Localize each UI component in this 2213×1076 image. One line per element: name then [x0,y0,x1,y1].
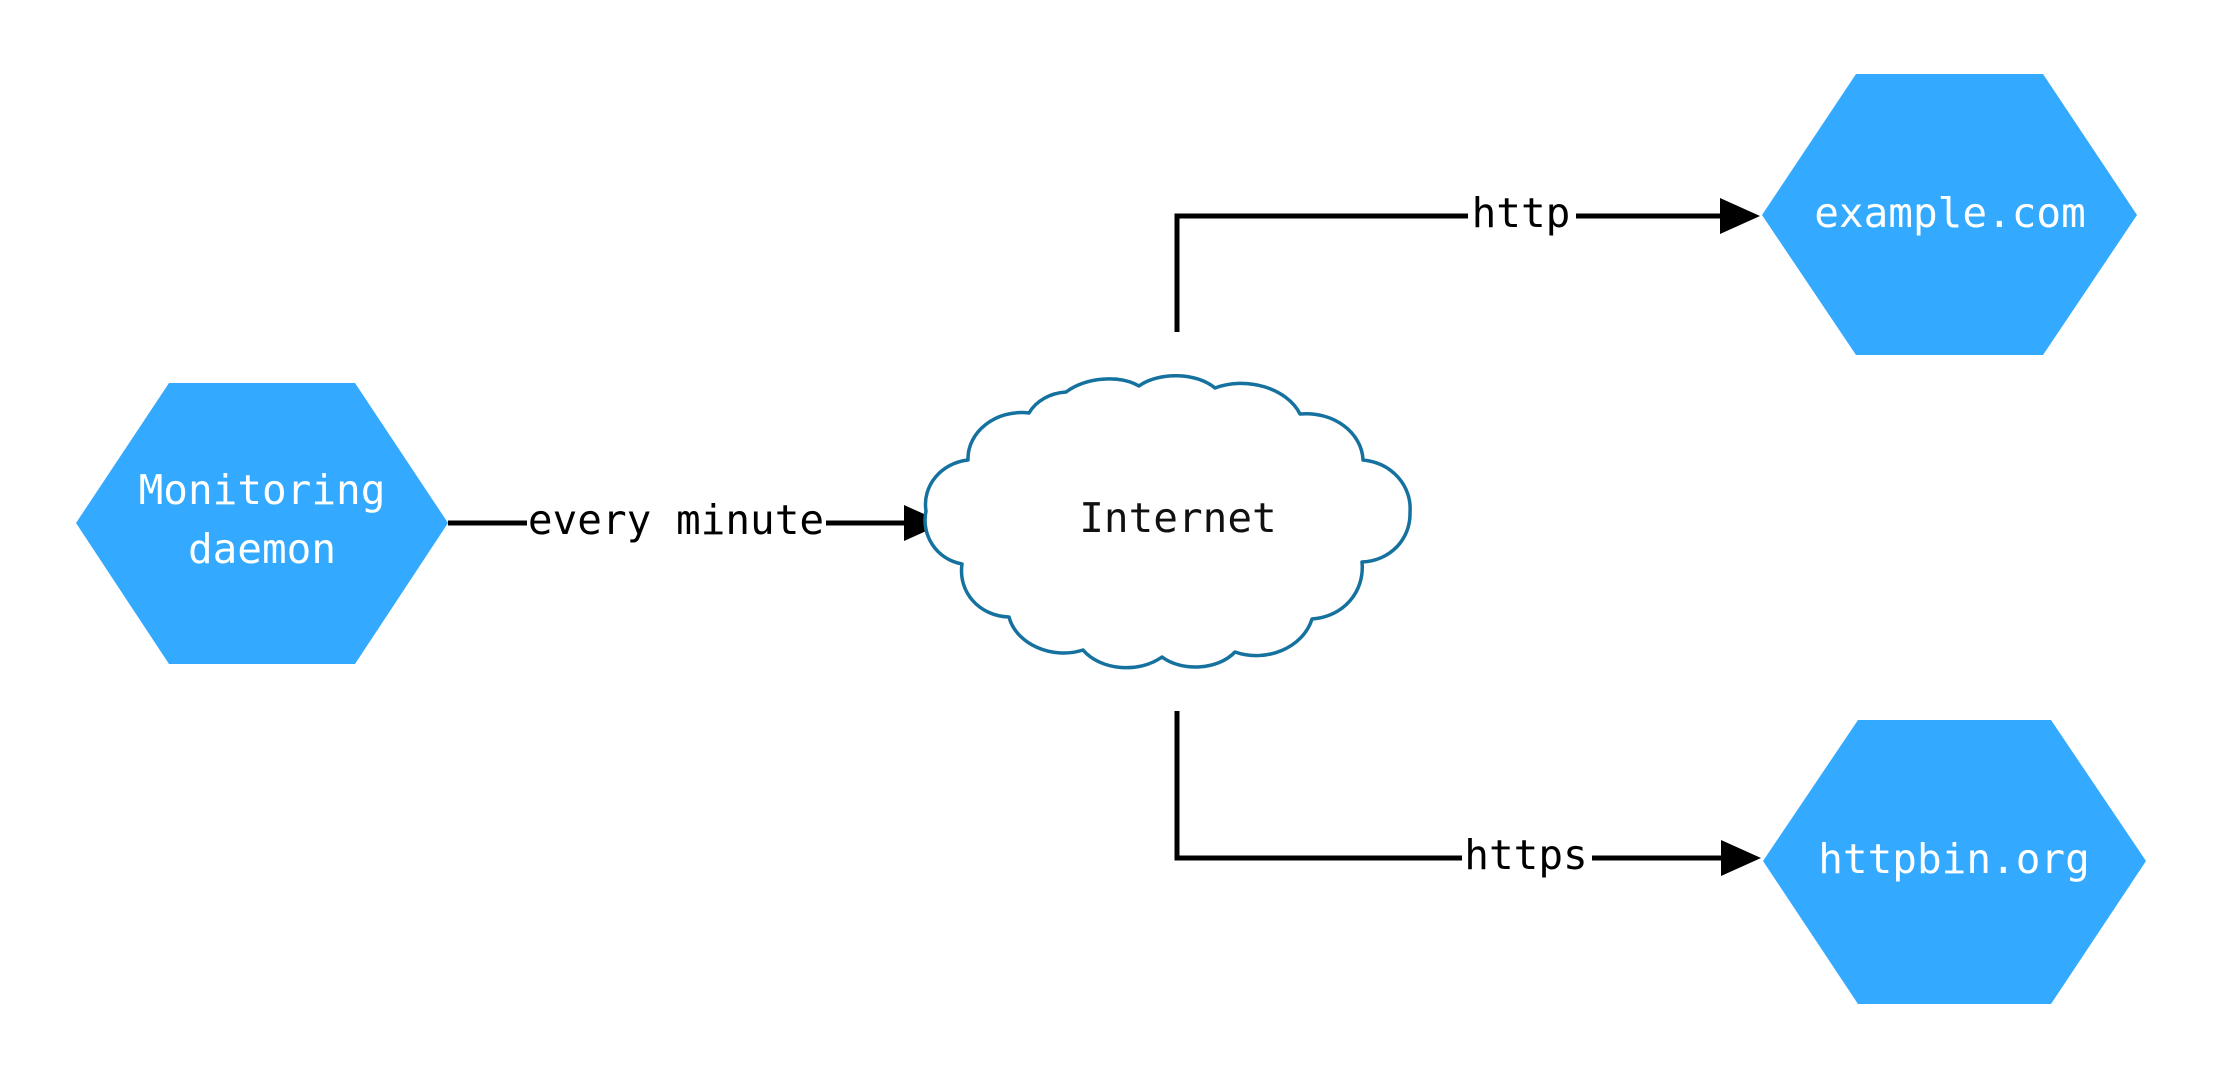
arrow-head-icon [1721,840,1761,876]
edge-internet-to-example[interactable]: http [1174,189,1760,332]
edge-internet-to-httpbin[interactable]: https [1174,711,1761,879]
node-example-com[interactable]: example.com [1762,74,2137,355]
edge-daemon-to-internet[interactable]: every minute [448,496,944,544]
edge-label-https: https [1464,831,1587,879]
hexagon-shape [1763,720,2146,1004]
arrow-head-icon [1720,198,1760,234]
edge-label-every-minute: every minute [528,496,824,544]
node-label-example-com: example.com [1814,189,2086,237]
edge-path-http-elbow [1174,213,1468,332]
hexagon-shape [1762,74,2137,355]
edge-path-https-elbow [1174,711,1462,861]
node-httpbin-org[interactable]: httpbin.org [1763,720,2146,1004]
node-label-line-1: Monitoring [139,466,386,514]
node-label-internet: Internet [1079,494,1276,542]
hexagon-shape [76,383,448,664]
edge-label-http: http [1472,189,1571,237]
node-label-line-2: daemon [188,525,336,573]
node-internet[interactable]: Internet [923,374,1412,670]
node-label-httpbin-org: httpbin.org [1818,835,2090,883]
node-monitoring-daemon[interactable]: Monitoring daemon [76,383,448,664]
cloud-shape [923,374,1412,670]
